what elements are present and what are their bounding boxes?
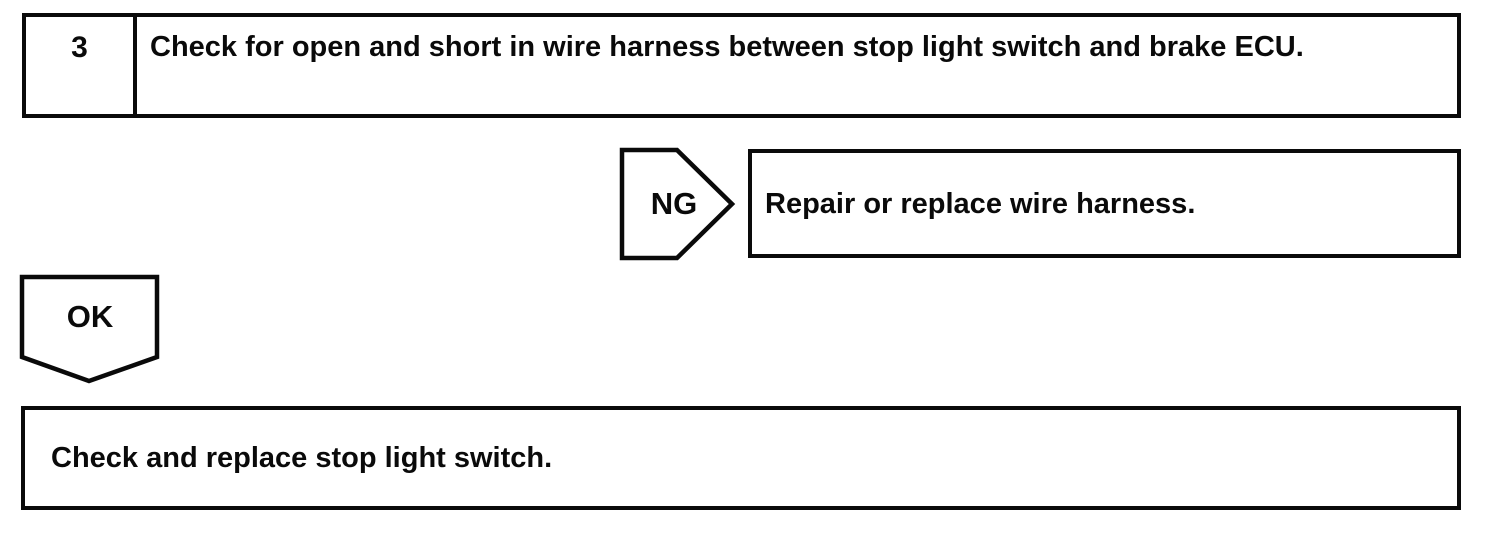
- ok-connector-arrow-icon: [19, 274, 160, 384]
- ok-action-box: Check and replace stop light switch.: [21, 406, 1461, 510]
- ng-connector-label: NG: [650, 185, 698, 221]
- ng-connector-arrow-icon: [619, 147, 736, 261]
- ok-action-text: Check and replace stop light switch.: [51, 442, 553, 474]
- ng-action-box: Repair or replace wire harness.: [748, 149, 1461, 258]
- step-instruction: Check for open and short in wire harness…: [150, 31, 1304, 63]
- step-box: 3 Check for open and short in wire harne…: [22, 13, 1461, 118]
- step-number: 3: [26, 17, 137, 114]
- ng-action-text: Repair or replace wire harness.: [765, 187, 1196, 220]
- ok-connector-label: OK: [66, 298, 114, 334]
